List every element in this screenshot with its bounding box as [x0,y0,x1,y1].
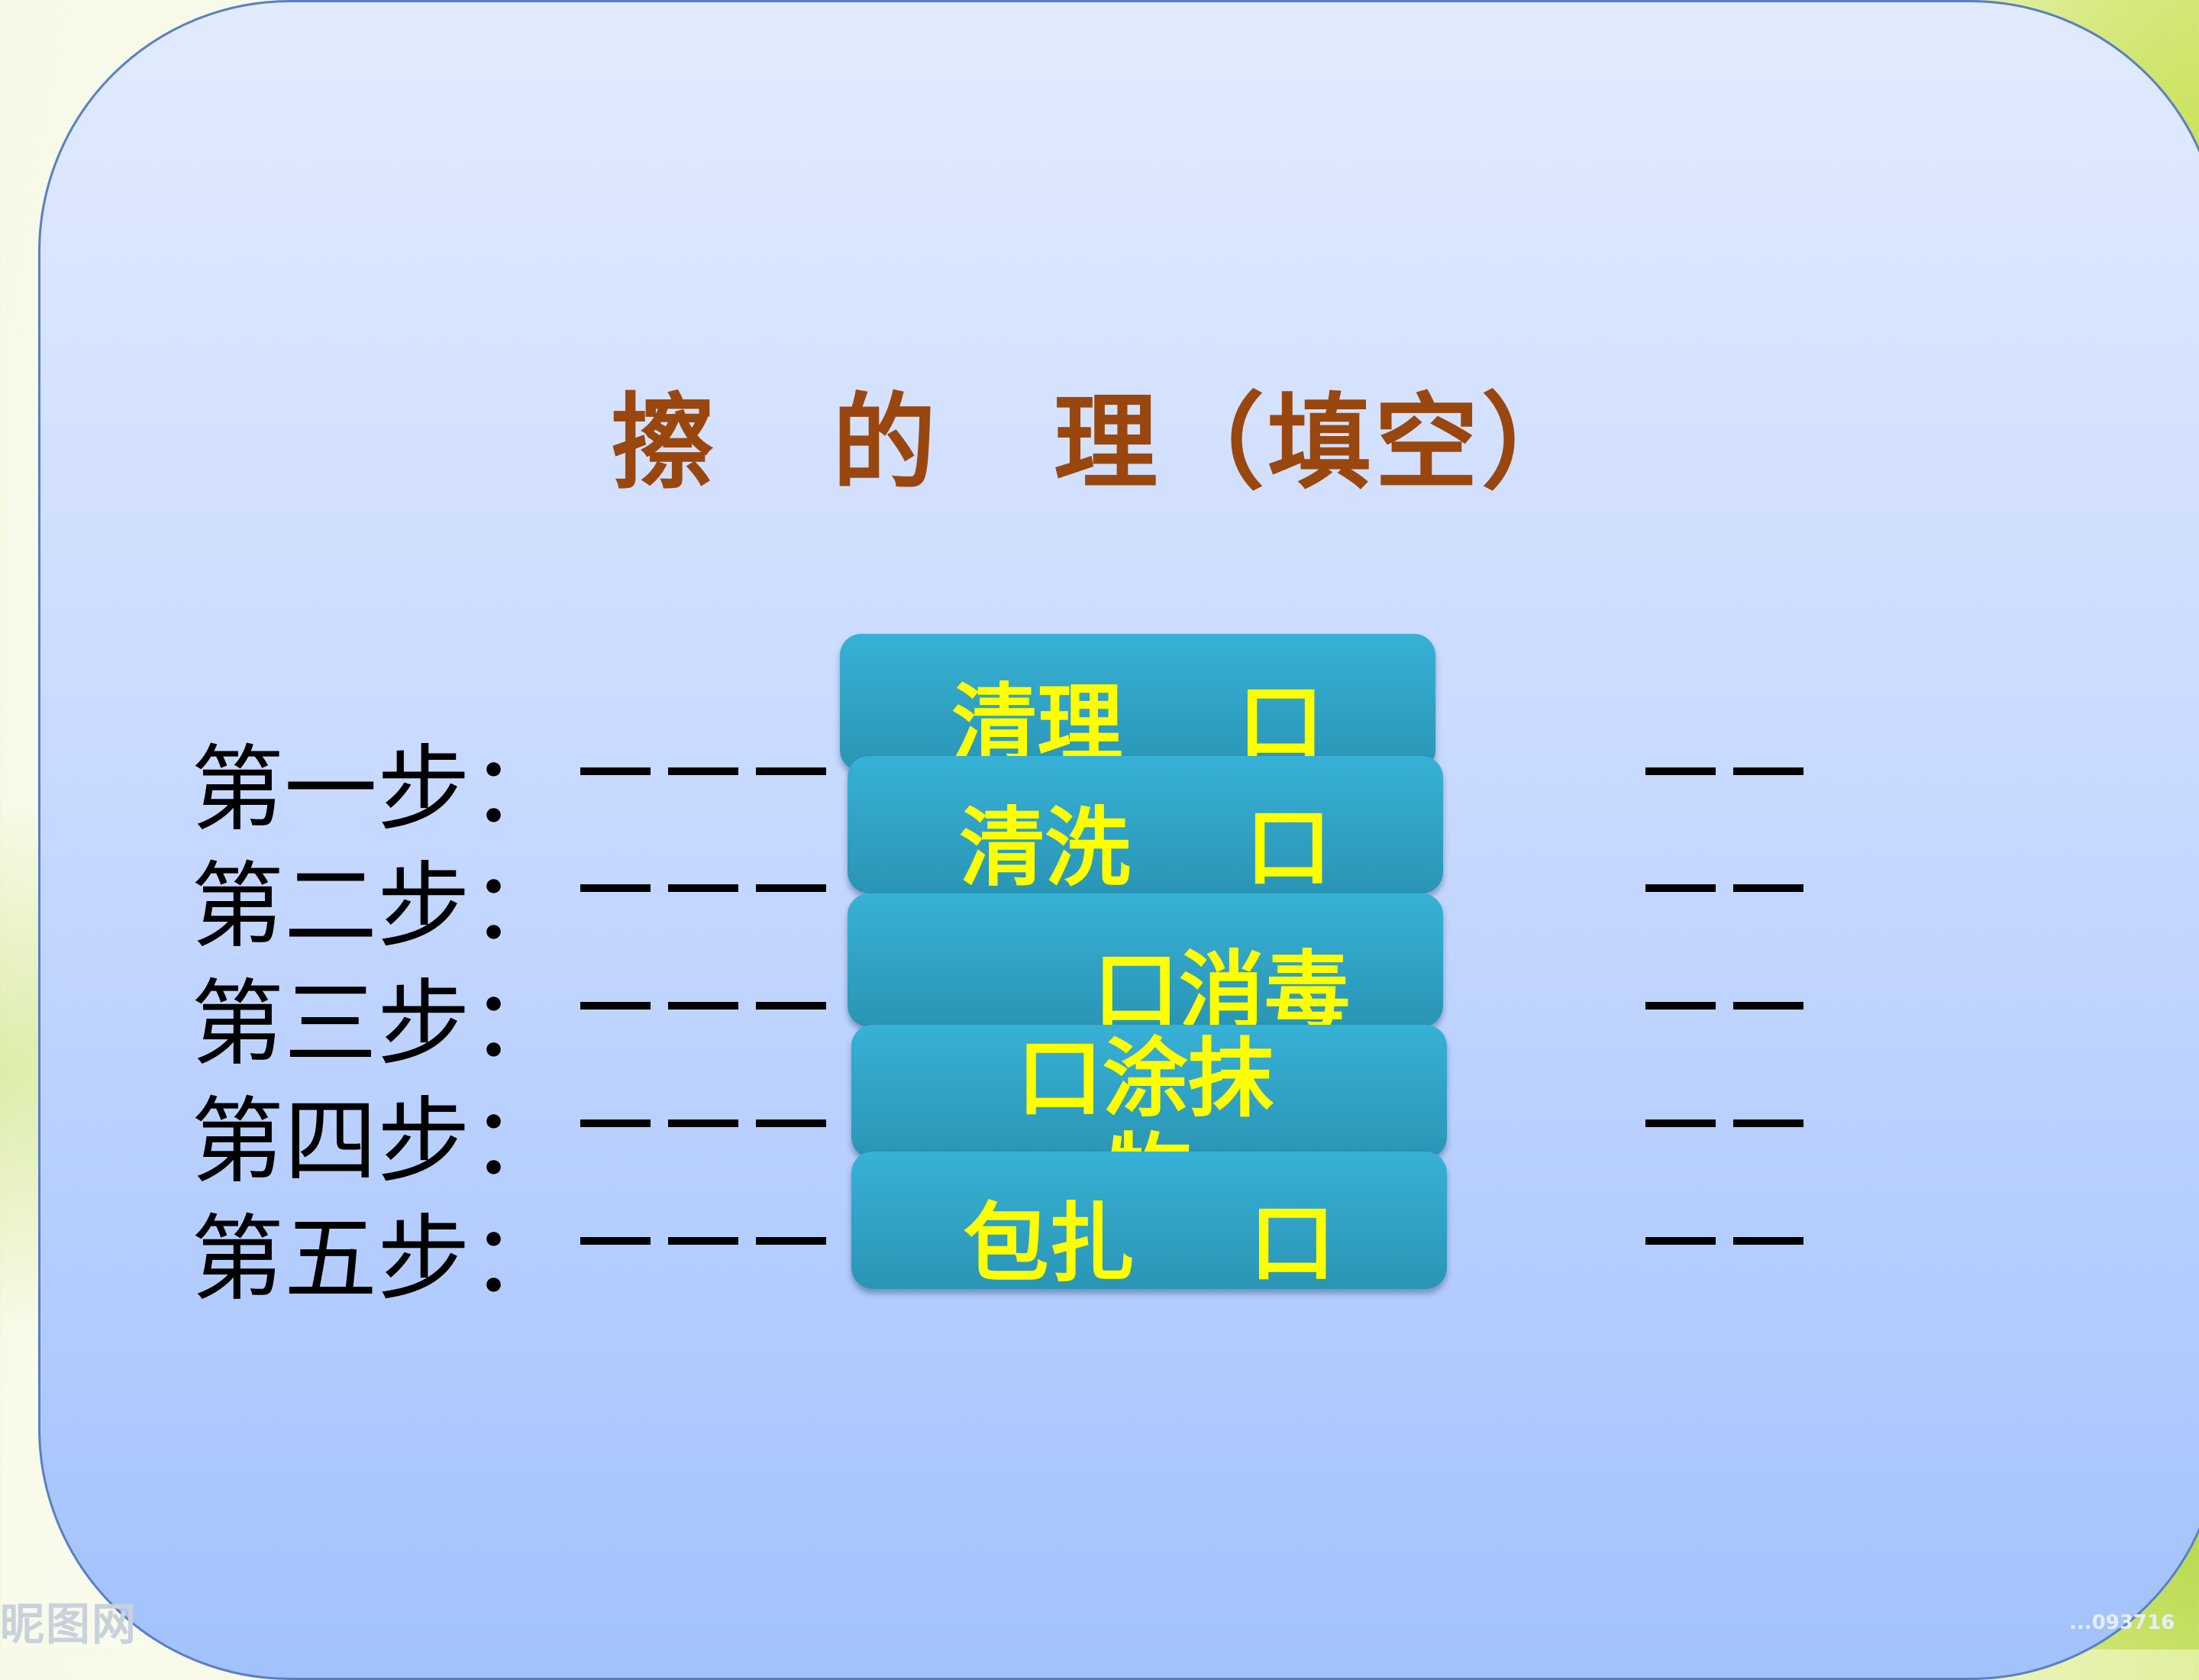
title-part-2: 的 [832,383,939,504]
answer-text: 包扎 口 [963,1194,1335,1289]
answer-card-1[interactable]: 清理 口 [840,634,1435,771]
answer-card-5[interactable]: 包扎 口 [851,1152,1447,1289]
blank-line [580,714,1825,829]
blank-line [580,1066,1825,1181]
step-label: 第五步 [191,1205,470,1313]
step-colon: ： [470,735,563,844]
step-label: 第一步 [191,735,470,844]
blank-line [580,1184,1825,1298]
step-colon: ： [470,970,563,1078]
answer-text-line2: 物 [851,1105,1447,1158]
answer-card-2[interactable]: 清洗 口 [848,756,1443,893]
step-label: 第三步 [191,970,470,1078]
step-label: 第四步 [191,1087,470,1196]
step-row-1: 第一步： [191,714,1803,844]
title-part-1: 擦 [611,383,718,504]
answer-text: 口消毒 [1093,942,1350,1027]
watermark-id: ...093716 [2069,1611,2175,1634]
blank-line [580,948,1825,1063]
watermark-logo: 昵图网 [0,1598,138,1650]
step-row-3: 第三步： [191,948,1803,1078]
answer-text: 清理 口 [951,675,1324,771]
step-row-4: 第四步： [191,1066,1803,1196]
answer-text: 清洗 口 [959,799,1332,893]
answer-card-4[interactable]: 口涂抹 物 [851,1025,1447,1158]
step-row-2: 第二步： [191,831,1803,961]
blank-line [580,831,1825,945]
step-label: 第二步 [191,852,470,961]
answer-card-3[interactable]: 口消毒 [848,893,1443,1027]
step-colon: ： [470,852,563,961]
slide-title: 擦的理（填空） [0,359,2199,509]
step-row-5: 第五步： [191,1184,1803,1313]
step-colon: ： [470,1087,563,1196]
answer-text-line1: 口涂抹 [1017,1029,1274,1129]
step-colon: ： [470,1205,563,1313]
title-part-3: 理（填空） [1054,383,1588,504]
